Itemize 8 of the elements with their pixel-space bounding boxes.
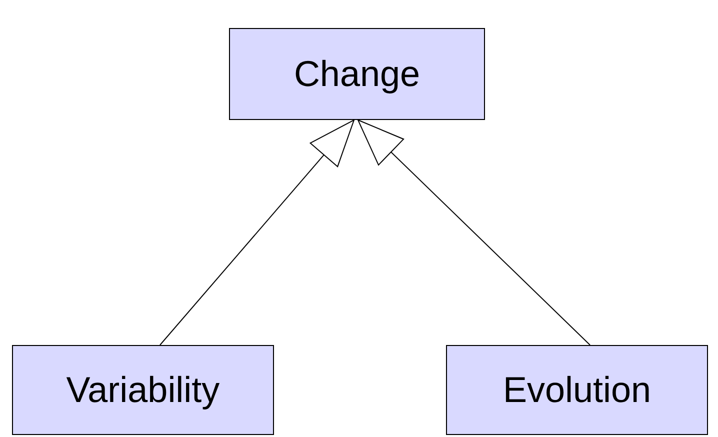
class-name: Change (294, 53, 420, 95)
class-name: Evolution (502, 369, 652, 411)
class-box (229, 28, 485, 120)
class-name: Variability (66, 369, 220, 411)
class-box (12, 345, 274, 435)
generalization-arrow (358, 120, 590, 346)
class-box (446, 345, 708, 435)
generalization-arrow (160, 120, 354, 346)
